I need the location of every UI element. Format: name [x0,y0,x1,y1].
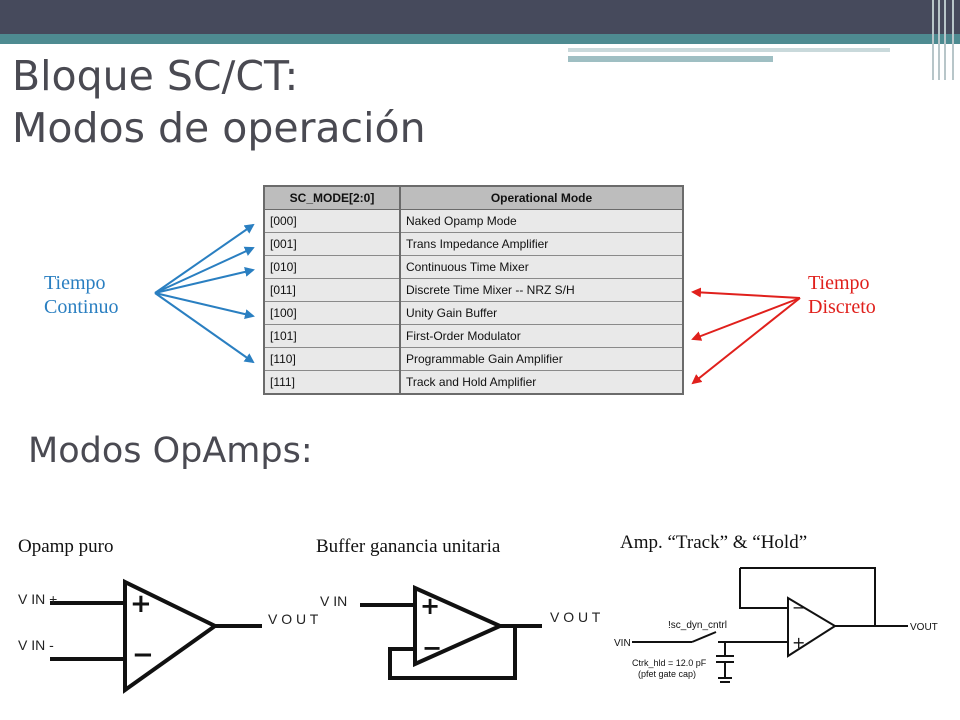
track-hold-label: Amp. “Track” & “Hold” [620,532,808,553]
svg-text:−: − [792,598,805,617]
svg-text:−: − [132,640,154,670]
opamp-vin-minus: V IN - [18,637,54,653]
track-switch [691,631,717,643]
teal-accent-bar [0,34,960,44]
mode-name: Track and Hold Amplifier [399,370,684,395]
mode-name: Continuous Time Mixer [399,255,684,279]
svg-text:+: + [420,592,440,620]
svg-text:−: − [422,634,442,662]
mode-code: [110] [263,347,401,371]
mode-name: Discrete Time Mixer -- NRZ S/H [399,278,684,302]
table-header-row: SC_MODE[2:0] Operational Mode [263,185,684,210]
title-line-1: Bloque SC/CT: [12,52,299,100]
continuous-time-label: Tiempo Continuo [44,271,118,319]
discrete-label-line-2: Discreto [808,296,876,318]
track-switch-label: !sc_dyn_cntrl [668,620,727,631]
buffer-label: Buffer ganancia unitaria [316,536,501,557]
title-line-2: Modos de operación [12,104,426,152]
discrete-time-label: Tiempo Discreto [808,271,876,319]
table-row: [000]Naked Opamp Mode [263,209,684,233]
accent-line-light [568,48,890,52]
table-row: [011]Discrete Time Mixer -- NRZ S/H [263,278,684,302]
opamp-vout: V O U T [268,611,319,627]
mode-code: [001] [263,232,401,256]
opamp-triangle [123,578,219,694]
discrete-label-line-1: Tiempo [808,272,870,294]
buffer-vout: V O U T [550,609,601,625]
continuous-arrows [154,223,255,364]
opamp-puro-diagram: + − V IN + V IN - V O U T [18,578,319,694]
svg-text:+: + [130,589,152,619]
mode-code: [111] [263,370,401,395]
mode-name: Naked Opamp Mode [399,209,684,233]
buffer-triangle [413,584,505,668]
table-row: [100]Unity Gain Buffer [263,301,684,325]
sc-mode-table: SC_MODE[2:0] Operational Mode [000]Naked… [263,185,684,395]
mode-code: [010] [263,255,401,279]
svg-text:+: + [792,633,805,652]
table-row: [111]Track and Hold Amplifier [263,370,684,395]
mode-name: First-Order Modulator [399,324,684,348]
track-hold-diagram: − + !sc_dyn_cntrl VIN VOUT Ctrk_hld = 12… [614,567,938,683]
mode-name: Programmable Gain Amplifier [399,347,684,371]
track-cap-value: Ctrk_hld = 12.0 pF [632,658,707,668]
mode-code: [011] [263,278,401,302]
corner-lines [928,0,960,80]
buffer-vin: V IN [320,593,347,609]
track-vin: VIN [614,638,631,649]
top-bar [0,0,960,34]
opamp-modes-heading: Modos OpAmps: [28,431,313,471]
continuous-label-line-1: Tiempo [44,272,106,294]
accent-line-mid [568,56,773,62]
track-vout: VOUT [910,622,938,633]
mode-name: Unity Gain Buffer [399,301,684,325]
table-row: [110]Programmable Gain Amplifier [263,347,684,371]
track-cap-note: (pfet gate cap) [638,669,696,679]
continuous-label-line-2: Continuo [44,296,119,318]
buffer-diagram: + − V IN V O U T [320,584,601,680]
opamp-vin-plus: V IN + [18,591,57,607]
header-sc-mode: SC_MODE[2:0] [263,185,401,210]
opamp-puro-label: Opamp puro [18,536,114,557]
mode-code: [101] [263,324,401,348]
mode-code: [000] [263,209,401,233]
table-row: [010]Continuous Time Mixer [263,255,684,279]
track-opamp-triangle [787,596,837,658]
table-row: [001]Trans Impedance Amplifier [263,232,684,256]
header-operational-mode: Operational Mode [399,185,684,210]
discrete-arrows [691,287,801,385]
slide-title: Bloque SC/CT: Modos de operación [12,50,426,154]
table-row: [101]First-Order Modulator [263,324,684,348]
mode-name: Trans Impedance Amplifier [399,232,684,256]
mode-code: [100] [263,301,401,325]
